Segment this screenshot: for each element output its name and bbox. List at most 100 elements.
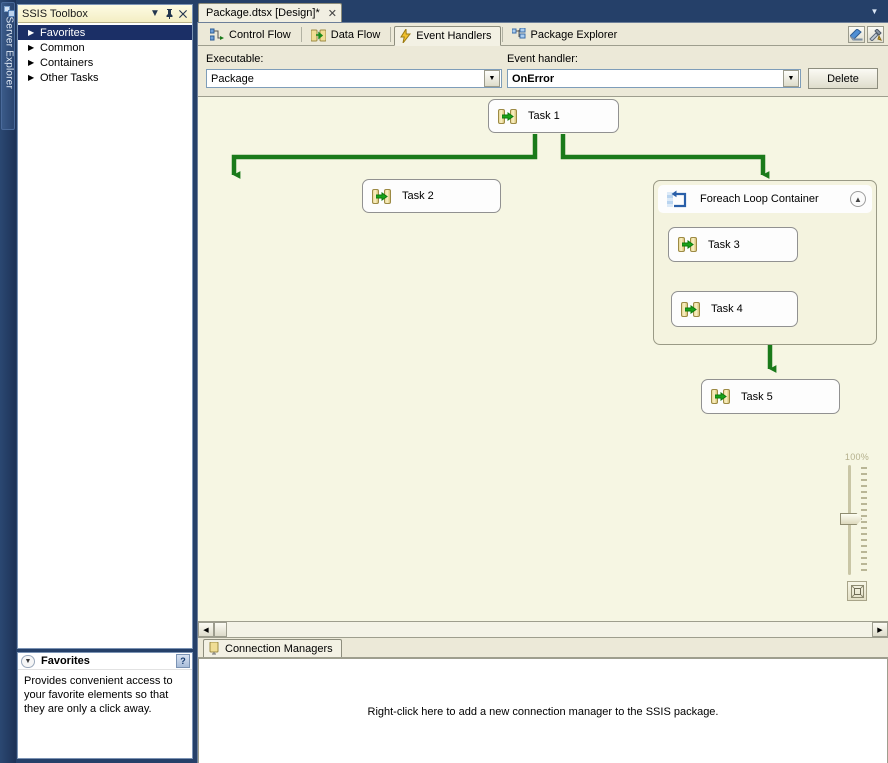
- scrollbar-trough[interactable]: [214, 622, 872, 637]
- favorites-pane-header: ▼ Favorites ?: [18, 653, 192, 670]
- control-flow-icon: [210, 28, 224, 41]
- server-explorer-tab-strip[interactable]: Server Explorer: [0, 0, 16, 763]
- event-handler-selector-bar: Executable: Package ▼ Event handler: OnE…: [198, 46, 888, 97]
- canvas-horizontal-scrollbar[interactable]: ◀ ▶: [198, 622, 888, 638]
- container-header[interactable]: Foreach Loop Container ▲: [658, 185, 872, 213]
- document-tab-label: Package.dtsx [Design]*: [206, 7, 320, 19]
- chevron-down-icon[interactable]: ▼: [783, 70, 799, 87]
- data-flow-task-icon: [678, 237, 697, 252]
- data-flow-task-icon: [498, 108, 517, 124]
- document-tab-package-dtsx[interactable]: Package.dtsx [Design]* ✕: [198, 3, 342, 22]
- tab-label: Connection Managers: [225, 642, 333, 655]
- designer-tab-buttons: [848, 26, 884, 43]
- tab-divider: [300, 27, 302, 42]
- task-label: Task 1: [528, 110, 560, 122]
- zoom-slider[interactable]: [840, 465, 870, 575]
- close-icon[interactable]: [176, 7, 190, 21]
- chevron-down-icon[interactable]: ▼: [150, 8, 160, 19]
- toolbox-group-containers[interactable]: ▶ Containers: [18, 55, 192, 70]
- data-flow-task-icon: [711, 389, 730, 404]
- designer-tools-button[interactable]: [867, 26, 884, 43]
- document-area: Package.dtsx [Design]* ✕ ▼ Control Flow: [197, 0, 888, 763]
- tab-event-handlers[interactable]: Event Handlers: [394, 26, 501, 46]
- eraser-icon: [850, 28, 863, 40]
- clear-annotations-button[interactable]: [848, 26, 865, 43]
- task-label: Task 2: [402, 190, 434, 202]
- tab-divider: [390, 27, 392, 42]
- data-flow-task-icon: [372, 188, 391, 204]
- pin-icon[interactable]: [162, 7, 176, 21]
- toolbox-group-favorites[interactable]: ▶ Favorites: [18, 25, 192, 40]
- delete-button[interactable]: Delete: [808, 68, 878, 89]
- data-flow-icon: [310, 29, 326, 41]
- task-node-task5[interactable]: Task 5: [701, 379, 840, 414]
- chevron-up-icon[interactable]: ▲: [850, 191, 866, 207]
- task-label: Task 3: [708, 238, 740, 251]
- package-designer: Control Flow Data Flow Event H: [197, 22, 888, 763]
- arrow-left-icon[interactable]: ◀: [198, 622, 214, 637]
- toolbox-group-other-tasks[interactable]: ▶ Other Tasks: [18, 70, 192, 85]
- data-flow-task-icon: [681, 301, 700, 317]
- tab-connection-managers[interactable]: Connection Managers: [203, 639, 342, 657]
- tab-label: Package Explorer: [530, 29, 618, 41]
- server-explorer-label: Server Explorer: [3, 16, 15, 89]
- connector-layer: [231, 134, 777, 373]
- task-label: Task 5: [741, 390, 773, 403]
- foreach-loop-icon: [667, 190, 687, 207]
- toolbox-tree[interactable]: ▶ Favorites ▶ Common ▶ Containers ▶ Othe…: [18, 23, 192, 648]
- connection-manager-icon: [209, 642, 219, 655]
- help-icon[interactable]: ?: [176, 654, 190, 668]
- zoom-percent-label: 100%: [844, 452, 870, 462]
- tab-package-explorer[interactable]: Package Explorer: [506, 25, 627, 45]
- chevron-down-icon[interactable]: ▼: [21, 654, 35, 668]
- tools-icon: [869, 28, 882, 41]
- chevron-down-icon[interactable]: ▼: [484, 70, 500, 87]
- fit-to-window-button[interactable]: [847, 581, 867, 601]
- event-handlers-icon: [400, 29, 412, 43]
- connection-managers-panel[interactable]: Right-click here to add a new connection…: [198, 658, 888, 763]
- toolbox-group-label: Other Tasks: [40, 71, 99, 84]
- task-node-task4[interactable]: Task 4: [671, 291, 798, 327]
- zoom-slider-thumb[interactable]: [840, 513, 862, 525]
- toolbox-group-common[interactable]: ▶ Common: [18, 40, 192, 55]
- tab-control-flow[interactable]: Control Flow: [204, 25, 300, 45]
- zoom-control: 100%: [836, 452, 878, 601]
- event-handler-combo[interactable]: OnError ▼: [507, 69, 801, 88]
- connector-task1-task2: [231, 134, 538, 179]
- connection-managers-tabrow: Connection Managers: [198, 638, 888, 658]
- toolbox-group-label: Common: [40, 41, 85, 54]
- ssis-toolbox-panel: SSIS Toolbox ▼ ▶ Favorites ▶ Common ▶ Co…: [17, 4, 193, 649]
- close-icon[interactable]: ✕: [327, 7, 337, 20]
- favorites-pane-description: Provides convenient access to your favor…: [24, 675, 173, 715]
- expand-arrow-icon[interactable]: ▶: [28, 27, 35, 37]
- expand-arrow-icon[interactable]: ▶: [28, 72, 35, 82]
- expand-arrow-icon[interactable]: ▶: [28, 42, 35, 52]
- document-tabstrip: Package.dtsx [Design]* ✕ ▼: [197, 0, 888, 22]
- chevron-down-icon[interactable]: ▼: [870, 6, 879, 16]
- tab-divider: [501, 27, 503, 42]
- task-node-task3[interactable]: Task 3: [668, 227, 798, 262]
- tab-label: Data Flow: [330, 29, 381, 41]
- event-handler-label: Event handler:: [507, 53, 578, 65]
- connection-managers-hint: Right-click here to add a new connection…: [367, 706, 719, 718]
- container-label: Foreach Loop Container: [700, 193, 819, 205]
- executable-combo[interactable]: Package ▼: [206, 69, 502, 88]
- package-explorer-icon: [511, 28, 525, 39]
- tab-label: Event Handlers: [416, 30, 492, 42]
- arrow-right-icon[interactable]: ▶: [872, 622, 888, 637]
- task-node-task1[interactable]: Task 1: [488, 99, 619, 133]
- event-handler-canvas[interactable]: Foreach Loop Container ▲ Task 3: [198, 97, 888, 622]
- foreach-loop-container[interactable]: Foreach Loop Container ▲ Task 3: [653, 180, 877, 345]
- toolbox-titlebar: SSIS Toolbox ▼: [18, 5, 192, 23]
- favorites-pane-title: Favorites: [41, 655, 90, 667]
- server-explorer-tab[interactable]: Server Explorer: [1, 2, 15, 130]
- favorites-description-panel: ▼ Favorites ? Provides convenient access…: [17, 652, 193, 759]
- fit-to-window-icon: [850, 584, 864, 598]
- tab-label: Control Flow: [229, 29, 291, 41]
- expand-arrow-icon[interactable]: ▶: [28, 57, 35, 67]
- tab-data-flow[interactable]: Data Flow: [305, 25, 390, 45]
- task-node-task2[interactable]: Task 2: [362, 179, 501, 213]
- scrollbar-thumb[interactable]: [214, 622, 227, 637]
- executable-label: Executable:: [206, 53, 264, 65]
